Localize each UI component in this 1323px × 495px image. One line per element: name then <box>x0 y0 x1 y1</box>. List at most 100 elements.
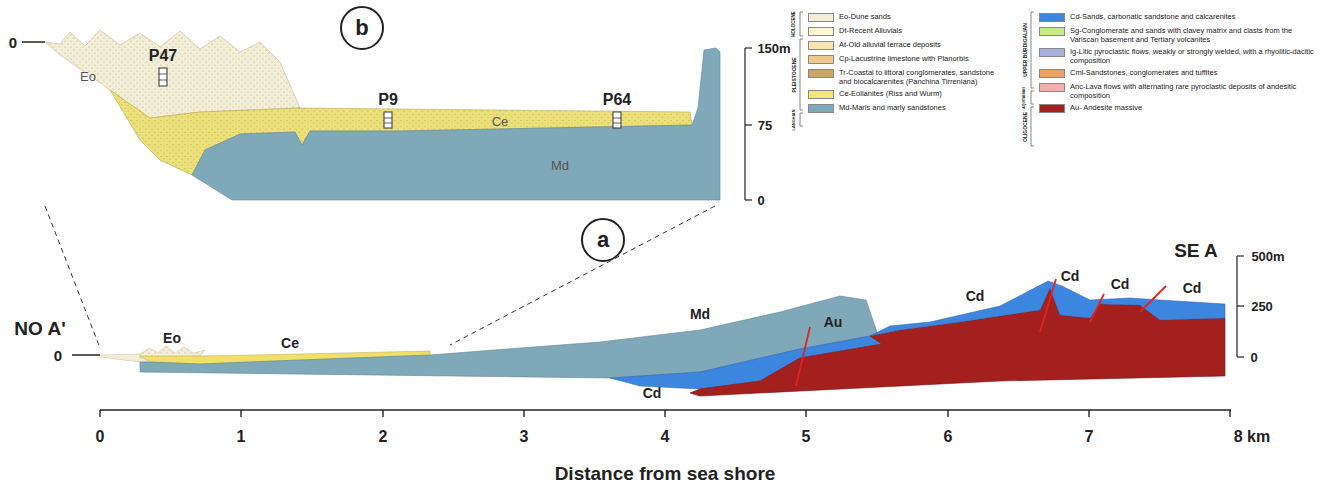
vertical-scale-b <box>745 48 752 200</box>
legend-swatch <box>808 41 834 50</box>
scale-value: 75 <box>758 119 772 132</box>
eo-dune-sands <box>45 30 300 118</box>
fault-lines <box>796 279 1166 386</box>
sea-level-zero: 0 <box>54 348 62 363</box>
axis-tick-label: 0 <box>96 429 105 445</box>
axis-tick-label: 8 km <box>1234 429 1270 445</box>
legend-swatch <box>808 27 834 36</box>
scale-value: 150m <box>757 42 790 55</box>
legend-swatch <box>1039 69 1065 78</box>
panel-letter: b <box>355 17 368 39</box>
legend-entry: Au- Andesite massive <box>1039 103 1317 112</box>
legend-text: Ce-Eolianites (Riss and Wurm) <box>839 89 1004 98</box>
axis-title: Distance from sea shore <box>555 464 776 483</box>
legend-text: Anc-Lava flows with alternating rare pyr… <box>1070 82 1317 100</box>
md-marls <box>192 48 720 200</box>
legend-swatch <box>808 13 834 22</box>
legend-entry: Ce-Eolianites (Riss and Wurm) <box>808 89 1004 98</box>
panel-letter: a <box>597 229 609 251</box>
scale-value: 250 <box>1251 300 1273 313</box>
legend-text: Au- Andesite massive <box>1070 103 1317 112</box>
legend-entry: Cd-Sands, carbonatic sandstone and calca… <box>1039 12 1317 21</box>
legend-text: Tr-Coastal to littoral conglomerates, sa… <box>839 68 1004 86</box>
legend-text: Cml-Sandstones, conglomerates and tuffit… <box>1070 68 1317 77</box>
legend-entry: Tr-Coastal to littoral conglomerates, sa… <box>808 68 1004 86</box>
era-brackets <box>800 12 1034 146</box>
legend-swatch <box>1039 48 1065 57</box>
era-label: LANGHIAN <box>792 109 796 130</box>
section-end-label: SE A <box>1174 241 1218 260</box>
panel-circle: b <box>340 6 384 50</box>
distance-zero: 0 <box>9 35 17 50</box>
axis-tick-label: 1 <box>237 429 246 445</box>
well-label: P64 <box>603 92 631 108</box>
scale-value: 0 <box>757 194 764 207</box>
legend-entry: Cp-Lacustrine limestone with Planorbis <box>808 54 1004 63</box>
unit-label: Md <box>551 159 569 172</box>
well-p64 <box>613 112 621 128</box>
unit-label: Cd <box>1061 269 1080 283</box>
legend-text: Dt-Recent Alluvials <box>839 26 1004 35</box>
legend-swatch <box>1039 104 1065 113</box>
legend-entry: Sg-Conglomerate and sands with clavey ma… <box>1039 26 1317 44</box>
zoom-line <box>450 206 715 345</box>
well-label: P9 <box>378 92 398 108</box>
legend-text: Md-Marls and marly sandstones <box>839 103 1004 112</box>
legend-entry: At-Old alluvial terrace deposits <box>808 40 1004 49</box>
panel-circle: a <box>581 218 625 262</box>
axis-tick-label: 6 <box>944 429 953 445</box>
legend-swatch <box>1039 83 1065 92</box>
panel-b <box>22 30 752 200</box>
legend-entry: Anc-Lava flows with alternating rare pyr… <box>1039 82 1317 100</box>
legend-swatch <box>1039 27 1065 36</box>
legend-text: Cp-Lacustrine limestone with Planorbis <box>839 54 1004 63</box>
scale-value: 0 <box>1250 351 1257 364</box>
unit-label: Au <box>824 315 843 329</box>
legend-entry: Eo-Dune sands <box>808 12 1004 21</box>
legend-text: Cd-Sands, carbonatic sandstone and calca… <box>1070 12 1317 21</box>
legend-text: Ig-Litic pyroclastic flows, weakly or st… <box>1070 47 1317 65</box>
axis-tick-label: 7 <box>1085 429 1094 445</box>
axis-tick-label: 5 <box>802 429 811 445</box>
legend-swatch <box>808 104 834 113</box>
unit-label: Cd <box>966 289 985 303</box>
unit-label: Cd <box>1111 277 1130 291</box>
era-label: HOLOCENE <box>792 11 797 37</box>
legend-entry: Dt-Recent Alluvials <box>808 26 1004 35</box>
unit-label: Md <box>690 307 710 321</box>
legend-text: Sg-Conglomerate and sands with clavey ma… <box>1070 26 1317 44</box>
zero-tick <box>22 41 45 43</box>
unit-label: Ce <box>281 336 299 350</box>
distance-axis <box>100 410 1231 417</box>
vertical-scale-a <box>1237 256 1244 357</box>
axis-tick-label: 2 <box>379 429 388 445</box>
unit-label: Cd <box>643 386 662 400</box>
legend-entry: Ig-Litic pyroclastic flows, weakly or st… <box>1039 47 1317 65</box>
unit-label: Eo <box>80 70 96 83</box>
panel-a <box>72 256 1244 417</box>
era-label: PLEISTOCENE <box>792 57 797 92</box>
legend-text: Eo-Dune sands <box>839 12 1004 21</box>
scale-value: 500m <box>1251 250 1284 263</box>
unit-label: Cd <box>1183 281 1202 295</box>
era-label: OLIGOCENE <box>1023 112 1028 142</box>
well-p9 <box>384 112 392 128</box>
legend-entry: Md-Marls and marly sandstones <box>808 103 1004 112</box>
axis-tick-label: 4 <box>661 429 670 445</box>
era-label: AQUITANIAN <box>1023 87 1027 109</box>
unit-label: Ce <box>492 115 509 128</box>
well-label: P47 <box>149 48 177 64</box>
legend-swatch <box>808 69 834 78</box>
legend-swatch <box>808 55 834 64</box>
well-p47 <box>159 68 167 86</box>
legend-swatch <box>1039 13 1065 22</box>
legend-entry: Cml-Sandstones, conglomerates and tuffit… <box>1039 68 1317 77</box>
legend-swatch <box>808 90 834 99</box>
section-end-label: NO A' <box>14 319 65 338</box>
era-label: UPPER BURDIGALIAN <box>1023 23 1028 77</box>
legend-text: At-Old alluvial terrace deposits <box>839 40 1004 49</box>
unit-label: Eo <box>163 331 181 345</box>
sea-level-line <box>72 354 100 356</box>
axis-tick-label: 3 <box>520 429 529 445</box>
